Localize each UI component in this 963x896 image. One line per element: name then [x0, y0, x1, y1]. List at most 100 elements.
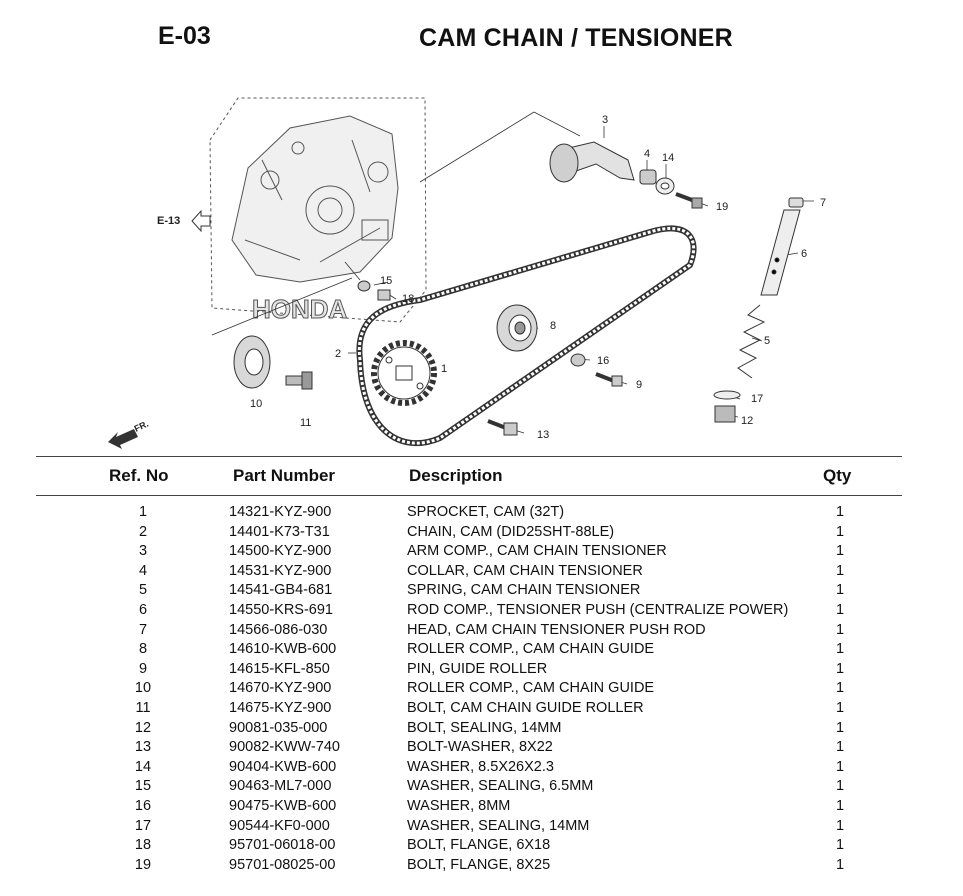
cell-part-number: 95701-06018-00 [229, 837, 336, 854]
callout-5-14: 14 [662, 152, 674, 164]
cell-description: CHAIN, CAM (DID25SHT-88LE) [407, 523, 615, 540]
cell-description: WASHER, SEALING, 14MM [407, 817, 590, 834]
callout-8: 8 [550, 320, 556, 332]
cell-part-number: 90544-KF0-000 [229, 817, 330, 834]
header-ref-no: Ref. No [109, 466, 169, 485]
cell-qty: 1 [835, 739, 845, 756]
cell-qty: 1 [835, 601, 845, 618]
page-title: CAM CHAIN / TENSIONER [419, 24, 733, 52]
fasteners [357, 280, 623, 436]
table-row: 9 14615-KFL-850 PIN, GUIDE ROLLER 1 [0, 661, 963, 681]
cell-part-number: 14610-KWB-600 [229, 641, 337, 658]
svg-text:E-13: E-13 [157, 215, 180, 227]
cell-ref-no: 9 [138, 660, 148, 677]
cell-part-number: 90475-KWB-600 [229, 797, 337, 814]
cell-ref-no: 14 [134, 758, 152, 775]
guide-roller-lower [233, 335, 313, 390]
cell-qty: 1 [835, 797, 845, 814]
tensioner-arm-assembly [549, 141, 703, 209]
callout-17: 17 [751, 393, 763, 405]
cell-description: COLLAR, CAM CHAIN TENSIONER [407, 562, 643, 579]
cell-qty: 1 [835, 621, 845, 638]
cell-qty: 1 [835, 504, 845, 520]
cell-ref-no: 18 [134, 837, 152, 854]
cell-qty: 1 [835, 719, 845, 736]
cell-ref-no: 3 [138, 543, 148, 560]
callout-19: 19 [716, 201, 728, 213]
header-part-number: Part Number [233, 466, 336, 485]
front-direction-arrow: FR. [108, 419, 150, 449]
cell-part-number: 14500-KYZ-900 [229, 543, 332, 560]
cell-part-number: 14550-KRS-691 [229, 601, 333, 618]
cell-ref-no: 2 [138, 523, 148, 540]
diagram-code: E-03 [158, 22, 211, 50]
callout-15: 15 [380, 275, 392, 287]
table-header-rule [36, 495, 902, 496]
cell-ref-no: 7 [138, 621, 148, 638]
cell-part-number: 14615-KFL-850 [229, 660, 330, 677]
cell-ref-no: 15 [134, 778, 152, 795]
callout-1: 1 [441, 363, 447, 375]
cell-qty: 1 [835, 680, 845, 697]
cell-ref-no: 10 [134, 680, 152, 697]
cell-ref-no: 16 [134, 797, 152, 814]
svg-text:FR.: FR. [133, 419, 150, 434]
cell-part-number: 14321-KYZ-900 [229, 504, 332, 520]
callout-2: 2 [335, 348, 341, 360]
callout-5: 5 [764, 335, 770, 347]
callout-3: 3 [602, 114, 608, 126]
cell-ref-no: 11 [135, 699, 151, 716]
callout-13: 13 [537, 429, 549, 441]
cell-description: PIN, GUIDE ROLLER [407, 660, 548, 677]
cell-description: ARM COMP., CAM CHAIN TENSIONER [407, 543, 667, 560]
cell-qty: 1 [835, 817, 845, 834]
cell-qty: 1 [835, 778, 845, 795]
cell-ref-no: 13 [134, 739, 152, 756]
callout-18: 18 [402, 293, 414, 305]
cell-description: BOLT, SEALING, 14MM [407, 719, 562, 736]
cell-ref-no: 1 [138, 504, 148, 520]
cell-ref-no: 17 [134, 817, 152, 834]
cell-qty: 1 [835, 660, 845, 677]
cell-part-number: 90463-ML7-000 [229, 778, 332, 795]
cell-qty: 1 [835, 641, 845, 658]
cell-description: BOLT, CAM CHAIN GUIDE ROLLER [407, 699, 644, 716]
cell-part-number: 14675-KYZ-900 [229, 699, 332, 716]
tensioner-push-rod-assembly [713, 197, 804, 423]
table-row: 16 90475-KWB-600 WASHER, 8MM 1 [0, 798, 963, 818]
callout-7: 7 [820, 197, 826, 209]
table-row: 3 14500-KYZ-900 ARM COMP., CAM CHAIN TENSI… [0, 543, 963, 563]
cell-ref-no: 4 [138, 562, 148, 579]
callout-4: 4 [644, 148, 650, 160]
callout-12: 12 [741, 415, 753, 427]
cell-ref-no: 5 [138, 582, 148, 599]
cell-description: WASHER, 8MM [407, 797, 511, 814]
cell-part-number: 95701-08025-00 [229, 856, 336, 873]
cam-chain [356, 225, 697, 447]
cell-ref-no: 6 [138, 601, 148, 618]
cell-qty: 1 [835, 856, 845, 873]
header-description: Description [409, 466, 503, 485]
table-row: 11 14675-KYZ-900 BOLT, CAM CHAIN GUIDE ROL… [0, 700, 963, 720]
crankcase-illustration: HONDA [209, 97, 427, 325]
guide-roller-upper [496, 304, 538, 352]
cell-ref-no: 8 [138, 641, 148, 658]
cell-description: BOLT-WASHER, 8X22 [407, 739, 553, 756]
cell-part-number: 90404-KWB-600 [229, 758, 337, 775]
cell-description: SPRING, CAM CHAIN TENSIONER [407, 582, 641, 599]
callout-10: 10 [250, 398, 262, 410]
table-row: 17 90544-KF0-000 WASHER, SEALING, 14MM 1 [0, 818, 963, 838]
